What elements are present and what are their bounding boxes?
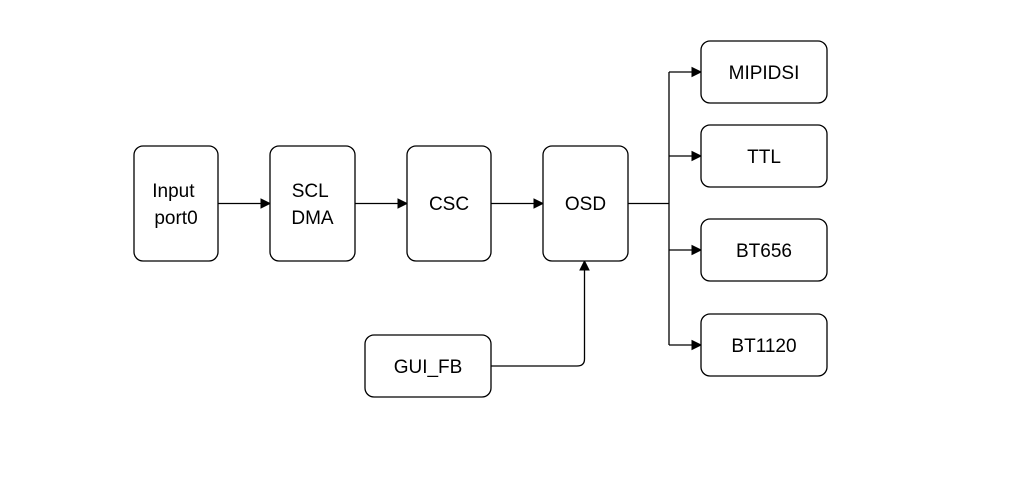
node-scl-dma-box [269,145,356,262]
node-input-port0[interactable]: Input port0 [133,145,219,262]
node-ttl[interactable]: TTL [700,124,828,188]
node-mipidsi[interactable]: MIPIDSI [700,40,828,104]
node-gui-fb[interactable]: GUI_FB [364,334,492,398]
node-bt1120-box [700,313,828,377]
edges [218,66,703,367]
node-scl-dma-label-line-1: SCL [292,181,328,202]
node-csc[interactable]: CSC [406,145,492,262]
node-ttl-label: TTL [747,147,781,168]
node-gui-fb-box [364,334,492,398]
nodes: Input port0 SCL DMA CSC OSD GUI_FB MIPID… [133,40,828,398]
node-ttl-box [700,124,828,188]
node-scl-dma-label-line-2: DMA [291,208,334,229]
node-bt656-box [700,218,828,282]
node-bt1120-label: BT1120 [731,336,796,357]
arrowhead-osd-bottom [579,259,590,271]
node-csc-label: CSC [429,194,469,215]
node-bt1120[interactable]: BT1120 [700,313,828,377]
arrowhead-csc [397,198,409,209]
node-mipidsi-box [700,40,828,104]
node-input-port0-label-line-2: port0 [154,208,197,229]
node-bt656-label: BT656 [736,241,792,262]
node-input-port0-label: Input port0 [152,181,200,229]
arrowhead-ttl [691,150,703,162]
arrowhead-bt1120 [691,339,703,351]
arrowhead-osd-left [533,198,545,209]
node-input-port0-box [133,145,219,262]
arrowhead-scl-dma [260,198,272,209]
arrowhead-bt656 [691,244,703,256]
arrowhead-mipidsi [691,66,703,78]
node-scl-dma-label: SCL DMA [291,181,334,229]
node-gui-fb-label: GUI_FB [394,357,463,378]
edge-gui-fb-to-osd [491,267,586,367]
node-scl-dma[interactable]: SCL DMA [269,145,356,262]
node-bt656[interactable]: BT656 [700,218,828,282]
node-input-port0-label-line-1: Input [152,181,195,202]
node-osd-box [542,145,629,262]
node-csc-box [406,145,492,262]
node-osd-label: OSD [565,194,606,215]
node-osd[interactable]: OSD [542,145,629,262]
node-mipidsi-label: MIPIDSI [729,63,800,84]
